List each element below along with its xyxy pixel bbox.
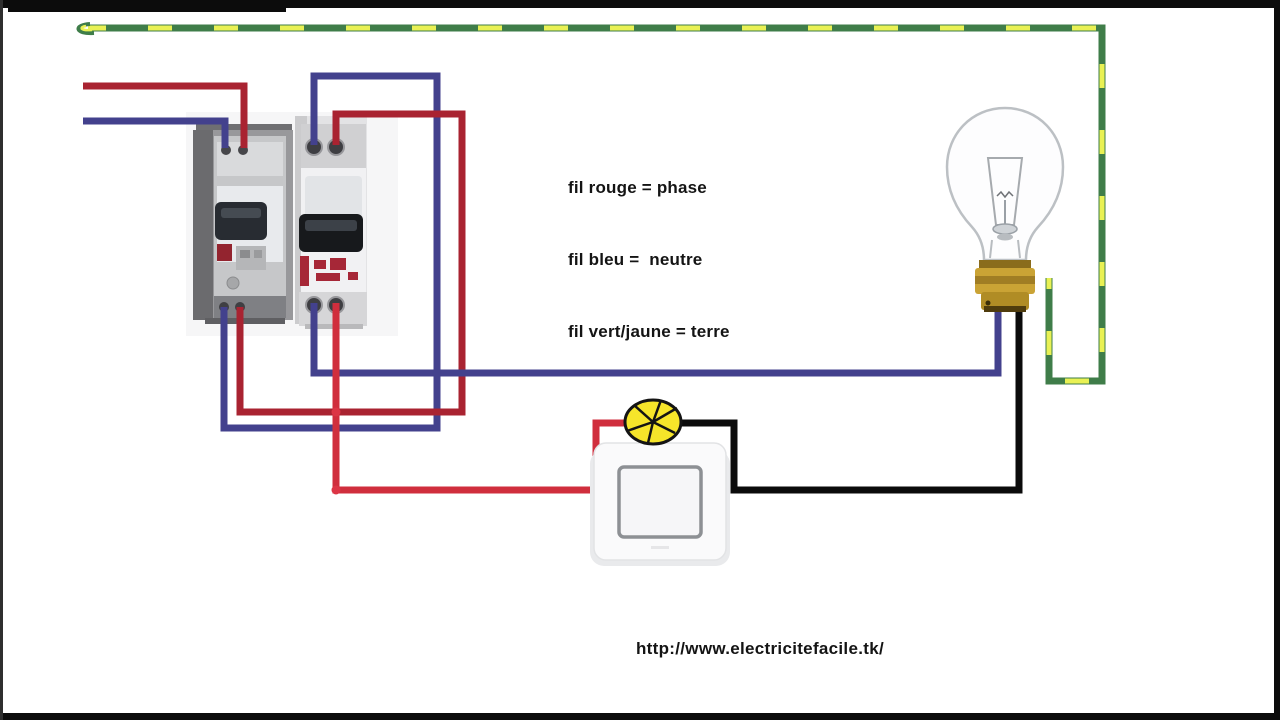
lamp-return-wire bbox=[682, 308, 1023, 494]
switch-brand-mark bbox=[651, 546, 669, 549]
earth-wire-end-hook-stripe bbox=[80, 24, 93, 32]
breaker2-red-mark-5 bbox=[348, 272, 358, 280]
junction-dot-phase-corner bbox=[331, 485, 341, 495]
breaker2-red-mark-2 bbox=[314, 260, 326, 269]
right-frame-edge bbox=[1274, 0, 1280, 720]
breaker1-red-label bbox=[217, 244, 232, 261]
light-bulb bbox=[945, 106, 1065, 312]
top-letterbox-bar-step bbox=[8, 0, 286, 12]
junction-dot-phase-cross bbox=[331, 407, 341, 417]
breaker2-label-window bbox=[305, 176, 362, 218]
breaker1-side-panel bbox=[193, 130, 213, 320]
phase-link-wire bbox=[236, 110, 466, 416]
top-letterbox-bar bbox=[0, 0, 1280, 8]
bulb-neck-lines bbox=[989, 239, 1021, 259]
breaker1-mech-detail-1 bbox=[240, 250, 250, 258]
breaker1-mech-detail-2 bbox=[254, 250, 262, 258]
bulb-stem-button bbox=[997, 233, 1013, 241]
phase-input-wire bbox=[83, 82, 248, 148]
wall-switch bbox=[590, 442, 730, 566]
breaker2-red-mark-3 bbox=[330, 258, 346, 270]
breaker2-toggle bbox=[299, 214, 363, 252]
left-frame-edge bbox=[0, 0, 3, 720]
neutral-link-wire bbox=[220, 72, 441, 432]
breaker2-toggle-sheen bbox=[305, 220, 357, 231]
website-url: http://www.electricitefacile.tk/ bbox=[636, 639, 884, 658]
bulb-filament bbox=[996, 190, 1014, 199]
bulb-base-bottom-edge bbox=[984, 306, 1026, 312]
switch-rocker-button bbox=[617, 465, 703, 539]
earth-wire-yellow-stripes bbox=[88, 25, 1105, 384]
bulb-base-pin bbox=[985, 300, 991, 306]
bulb-stem-collar bbox=[992, 223, 1018, 235]
neutral-input-wire bbox=[83, 117, 229, 148]
wire-color-legend: fil rouge = phase fil bleu = neutre fil … bbox=[568, 128, 730, 392]
legend-line-earth: fil vert/jaune = terre bbox=[568, 322, 730, 341]
bulb-base-ring bbox=[979, 260, 1031, 270]
legend-line-phase: fil rouge = phase bbox=[568, 178, 707, 197]
breaker1-toggle-sheen bbox=[221, 208, 261, 218]
breaker1-foot bbox=[205, 318, 285, 324]
breaker1-toggle bbox=[215, 202, 267, 240]
lamp-neutral-wire bbox=[310, 303, 1002, 377]
bottom-letterbox-bar bbox=[0, 713, 1280, 720]
earth-wire bbox=[76, 22, 1106, 385]
legend-line-neutral: fil bleu = neutre bbox=[568, 250, 703, 269]
dcl-symbol-spokes bbox=[626, 399, 678, 444]
bulb-base-shadow-band bbox=[975, 276, 1035, 284]
breaker1-test-button bbox=[226, 276, 240, 290]
dcl-connector-symbol bbox=[623, 398, 683, 446]
circuit-breaker bbox=[295, 116, 367, 329]
breaker1-bottom-terminal-block bbox=[214, 296, 286, 318]
bulb-base-lower bbox=[981, 292, 1029, 310]
breaker2-red-mark-4 bbox=[316, 273, 340, 281]
differential-breaker bbox=[193, 124, 293, 324]
earth-wire-end-hook bbox=[76, 22, 95, 36]
breaker2-red-mark-1 bbox=[300, 256, 309, 286]
